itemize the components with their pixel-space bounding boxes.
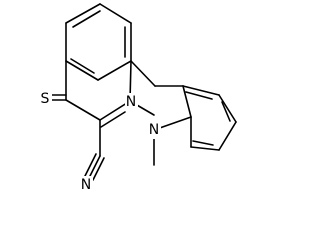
atom-label-s: S <box>41 91 50 107</box>
label-mask-s <box>39 90 52 108</box>
atom-label-n3: N <box>81 177 91 193</box>
molecule-canvas: S N N N <box>39 3 237 194</box>
bond-nitrile-triple-2 <box>92 157 105 181</box>
bond-top-benzene-1 <box>65 3 101 24</box>
label-mask-n2 <box>148 121 161 139</box>
bond-top-benzene-5 <box>65 60 99 81</box>
atom-label-n2: N <box>149 122 159 138</box>
bond-right-benzene-inner-2 <box>192 140 214 146</box>
bond-right-benzene-1 <box>182 85 220 96</box>
bond-top-benzene-2 <box>99 3 132 24</box>
bond-right-benzene-3 <box>218 121 237 151</box>
bond-core-inner-1 <box>100 111 126 128</box>
bond-right-benzene-inner-3 <box>185 91 213 100</box>
bond-right-benzene-inner-1 <box>221 101 231 122</box>
bond-nitrile-triple-1 <box>88 155 101 179</box>
atom-label-n1: N <box>126 94 136 110</box>
bond-imidazole-4 <box>182 85 192 118</box>
label-mask-n3 <box>80 176 93 194</box>
bond-right-benzene-2 <box>218 94 237 123</box>
bond-core-2 <box>65 99 101 121</box>
bond-right-benzene-4 <box>190 146 220 151</box>
bond-nitrile-triple-3 <box>84 153 97 177</box>
bond-imidazole-2 <box>130 60 156 87</box>
label-mask-n1 <box>125 93 138 111</box>
bond-top-benzene-4 <box>97 60 132 81</box>
bond-top-benzene-inner-1 <box>72 10 101 28</box>
benzimidazoquinoline-structure: S N N N <box>39 3 237 194</box>
bond-top-benzene-inner-3 <box>70 58 95 74</box>
